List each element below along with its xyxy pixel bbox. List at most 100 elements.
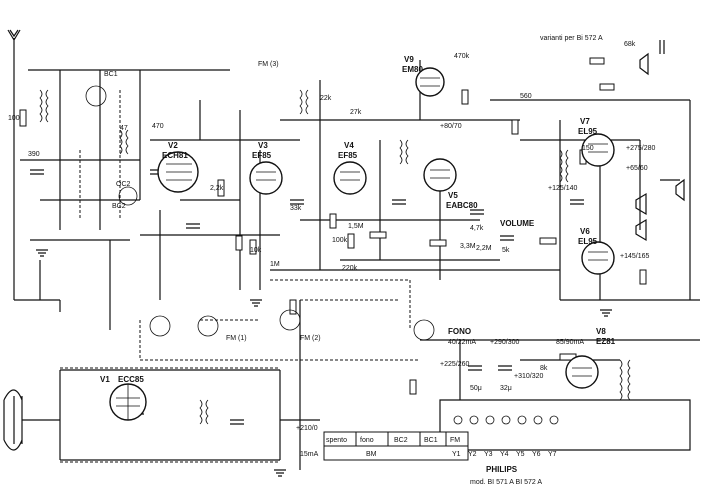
value-label: 150 — [582, 145, 594, 152]
pilot-lamp-label: Y1 — [452, 451, 461, 458]
voltage-label: +290/300 — [490, 339, 519, 346]
valve-v3-type: EF85 — [252, 151, 272, 160]
valve-v4-id: V4 — [344, 141, 354, 150]
variants-note-text: varianti per Bi 572 A — [540, 35, 603, 42]
switch-links — [60, 90, 420, 463]
valve-v6-type: EL95 — [578, 237, 598, 246]
voltage-label: +225/260 — [440, 361, 469, 368]
value-label: 5k — [502, 247, 510, 254]
valve-v2-id: V2 — [168, 141, 178, 150]
valve-v2: V2 ECH81 — [157, 141, 199, 193]
value-label: 8k — [540, 365, 548, 372]
current-label: 15mA — [300, 451, 319, 458]
voltage-label: +310/320 — [514, 373, 543, 380]
band-table-header: fono — [360, 437, 374, 444]
coils — [39, 89, 631, 425]
valve-v4: V4 EF85 — [333, 141, 367, 195]
valve-v3: V3 EF85 — [249, 141, 283, 195]
valve-v9-type: EM80 — [402, 65, 423, 74]
value-label: 1M — [270, 261, 280, 268]
model-label: mod. BI 571 A BI 572 A — [470, 479, 542, 486]
switch-label: FM (2) — [300, 335, 321, 342]
valve-v7: V7 EL95 — [578, 117, 615, 167]
voltage-label: +80/70 — [440, 123, 462, 130]
value-label: 470 — [152, 123, 164, 130]
value-label: 2,2M — [476, 245, 492, 252]
band-table: spento fono BC2 BC1 FM BM — [323, 431, 469, 461]
voltage-label: +65/60 — [626, 165, 648, 172]
switch-labels: BC1 BC2 FM (3) FM (1) FM (2) OC2 — [104, 61, 321, 342]
voltage-label: +145/165 — [620, 253, 649, 260]
value-label: 27k — [350, 109, 362, 116]
valve-v7-type: EL95 — [578, 127, 598, 136]
variants-note: varianti per Bi 572 A — [540, 35, 603, 42]
value-label: 3,3M — [460, 243, 476, 250]
capacitors — [30, 40, 665, 425]
pilot-lamp-label: Y6 — [532, 451, 541, 458]
value-label: 68k — [624, 41, 636, 48]
title-block: PHILIPS mod. BI 571 A BI 572 A — [470, 465, 542, 486]
pilot-lamp-label: Y3 — [484, 451, 493, 458]
value-label: 100k — [332, 237, 348, 244]
component-values: 100 47 470 10k 22k 1M 2,2k 4,7k 68k 150 … — [8, 41, 636, 392]
current-label: 85/90mA — [556, 339, 584, 346]
value-label: 50μ — [470, 385, 482, 392]
valve-v8-id: V8 — [596, 327, 606, 336]
band-table-footer: BM — [366, 451, 377, 458]
fono-label: FONO — [448, 327, 471, 336]
value-label: 33k — [290, 205, 302, 212]
pilot-lamp-label: Y2 — [468, 451, 477, 458]
valve-v5-id: V5 — [448, 191, 458, 200]
valve-v1: V1 ECC85 — [100, 375, 147, 421]
pilot-lamp-label: Y4 — [500, 451, 509, 458]
valve-v8: V8 EZ81 — [565, 327, 616, 389]
switch-label: FM (3) — [258, 61, 279, 68]
value-label: 390 — [28, 151, 40, 158]
valve-v9-id: V9 — [404, 55, 414, 64]
manufacturer-label: PHILIPS — [486, 465, 518, 474]
wiring — [3, 29, 700, 470]
volume-label: VOLUME — [500, 219, 535, 228]
current-label: 40/22mA — [448, 339, 476, 346]
selector-switches — [85, 85, 435, 341]
voltage-label: +210/0 — [296, 425, 318, 432]
pilot-lamp-label: Y5 — [516, 451, 525, 458]
voltage-label: +275/280 — [626, 145, 655, 152]
valve-v6-id: V6 — [580, 227, 590, 236]
valve-v4-type: EF85 — [338, 151, 358, 160]
value-label: 220k — [342, 265, 358, 272]
valve-v5: V5 EABC80 — [423, 158, 478, 210]
value-label: 47 — [120, 125, 128, 132]
valve-v7-id: V7 — [580, 117, 590, 126]
value-label: 470k — [454, 53, 470, 60]
band-table-header: spento — [326, 437, 347, 444]
value-label: 10k — [250, 247, 262, 254]
value-label: 100 — [8, 115, 20, 122]
pilot-lamp-label: Y7 — [548, 451, 557, 458]
voltage-label: +125/140 — [548, 185, 577, 192]
resistors — [19, 57, 647, 395]
pilot-lamps: Y1 Y2 Y3 Y4 Y5 Y6 Y7 — [452, 415, 559, 458]
valve-v3-id: V3 — [258, 141, 268, 150]
value-label: 2,2k — [210, 185, 224, 192]
value-label: 4,7k — [470, 225, 484, 232]
switch-label: FM (1) — [226, 335, 247, 342]
value-label: 560 — [520, 93, 532, 100]
value-label: 32μ — [500, 385, 512, 392]
value-label: 22k — [320, 95, 332, 102]
ground-symbols — [36, 249, 612, 477]
valve-v9: V9 EM80 — [402, 55, 445, 97]
valve-v1-type: ECC85 — [118, 375, 144, 384]
valve-v2-type: ECH81 — [162, 151, 188, 160]
voltage-labels: +80/70 +225/260 +125/140 +210/0 +290/300… — [296, 123, 655, 458]
value-label: 1,5M — [348, 223, 364, 230]
switch-label: BC2 — [112, 203, 126, 210]
switch-label: OC2 — [116, 181, 131, 188]
band-table-header: BC2 — [394, 437, 408, 444]
switch-label: BC1 — [104, 71, 118, 78]
valve-v5-type: EABC80 — [446, 201, 478, 210]
band-table-header: FM — [450, 437, 460, 444]
valve-v8-type: EZ81 — [596, 337, 616, 346]
valve-v6: V6 EL95 — [578, 227, 615, 275]
